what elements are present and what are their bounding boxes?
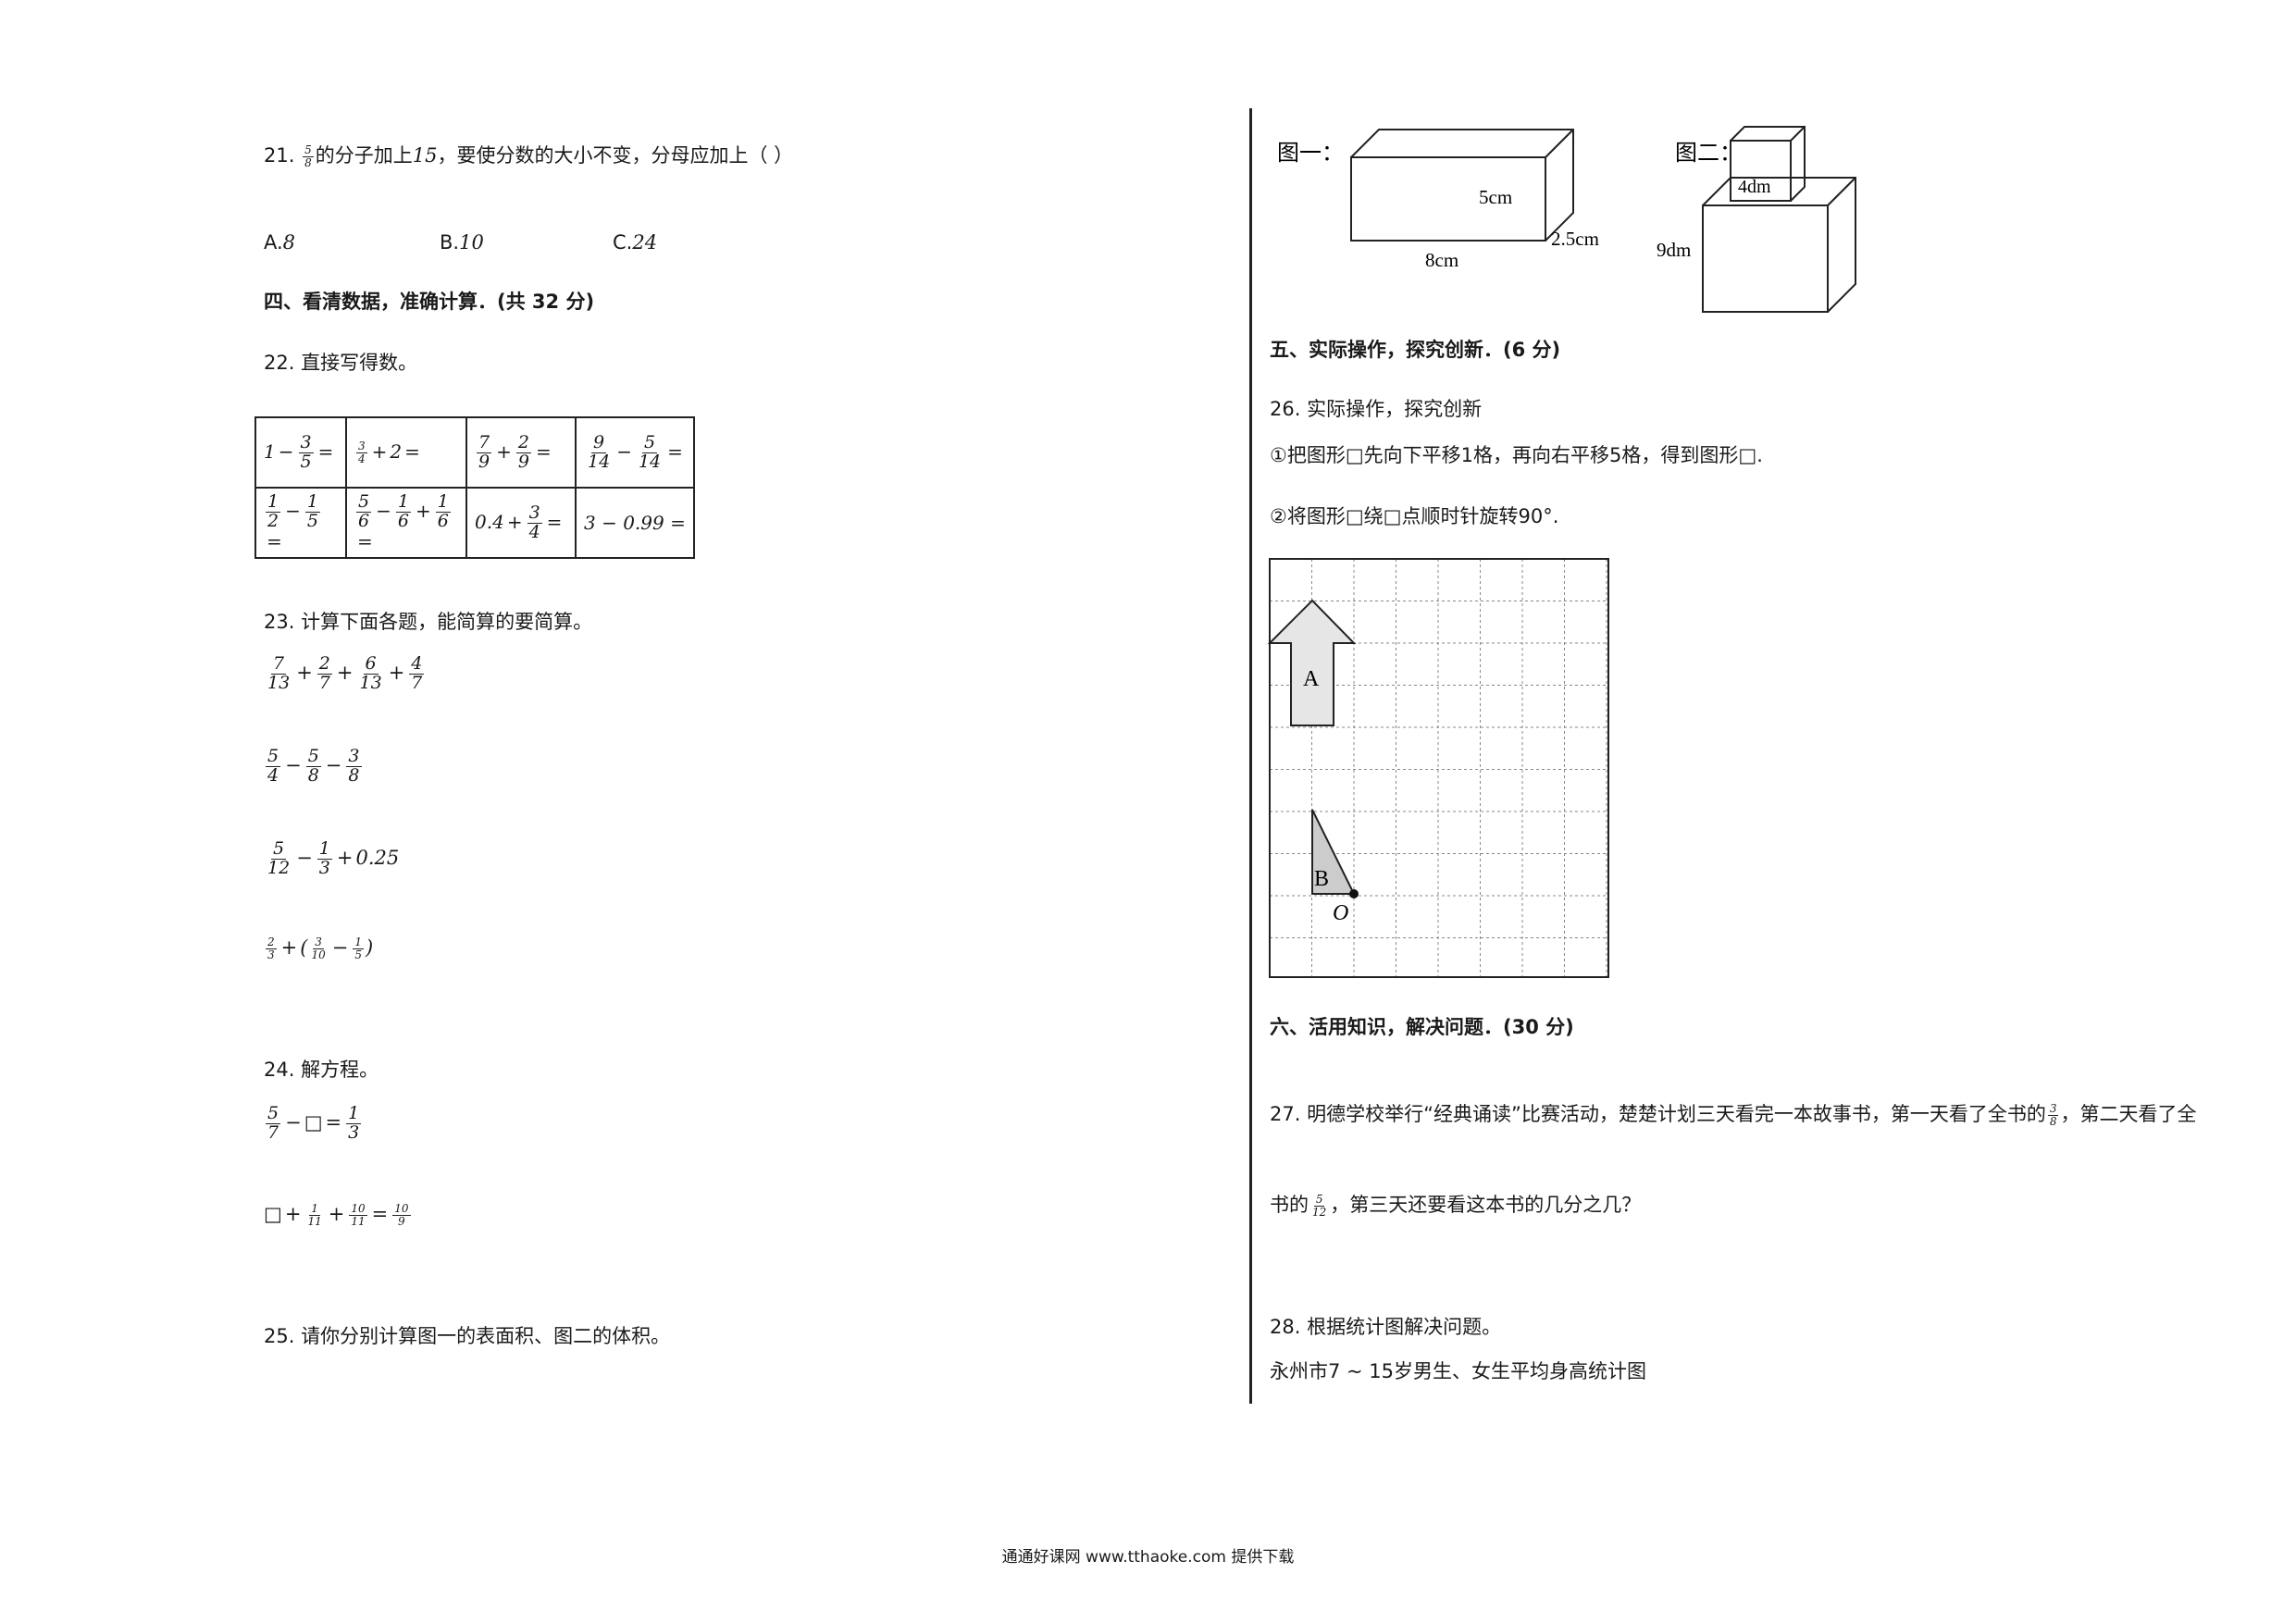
grid-border: [1269, 558, 1609, 978]
q28-title: 28. 根据统计图解决问题。: [1270, 1316, 1502, 1338]
q26-step-1: ①把图形□先向下平移1格，再向右平移5格，得到图形□.: [1270, 444, 1763, 466]
figure-1-length-label: 8cm: [1425, 249, 1458, 271]
q26-title: 26. 实际操作，探究创新: [1270, 398, 1483, 420]
section-4-title: 四、看清数据，准确计算．(共 32 分): [264, 291, 595, 313]
section-5-title: 五、实际操作，探究创新．(6 分): [1270, 339, 1561, 361]
q26-step-2: ②将图形□绕□点顺时针旋转90°.: [1270, 505, 1559, 527]
q22-cell: 3 − 0.99 =: [575, 487, 695, 559]
q25-title: 25. 请你分别计算图一的表面积、图二的体积。: [264, 1325, 671, 1347]
point-o-label: O: [1333, 901, 1348, 925]
figure-2-small-label: 4dm: [1738, 177, 1771, 197]
q27-line-1: 27. 明德学校举行“经典诵读”比赛活动，楚楚计划三天看完一本故事书，第一天看了…: [1270, 1101, 2197, 1128]
section-6-title: 六、活用知识，解决问题．(30 分): [1270, 1016, 1574, 1038]
figure-1-depth-label: 2.5cm: [1551, 228, 1599, 250]
shape-a-label: A: [1303, 667, 1320, 691]
shape-b-triangle: [1311, 809, 1356, 895]
figure-1-cuboid: [1350, 129, 1574, 242]
point-o-dot: [1349, 889, 1359, 898]
shape-a-arrow: [1268, 599, 1357, 726]
figure-2-large-cube: [1702, 177, 1856, 313]
column-divider: [1249, 108, 1252, 1404]
q21-option-a: A.8: [264, 231, 296, 254]
figure-2-label: 图二：: [1675, 142, 1742, 166]
figure-1-label: 图一：: [1277, 142, 1344, 166]
shape-b-label: B: [1314, 867, 1329, 891]
q22-title: 22. 直接写得数。: [264, 352, 418, 374]
figure-2-small-cube: [1730, 126, 1806, 202]
q28-chart-caption: 永州市7 ~ 15岁男生、女生平均身高统计图: [1270, 1360, 1647, 1382]
q21-number: 21.: [264, 144, 295, 167]
q25-figures: 图一： 5cm 2.5cm 8cm 图二： 4dm 9dm: [1277, 126, 1856, 313]
q21-option-c: C.24: [613, 231, 658, 254]
q26-grid: A B O: [1268, 558, 1609, 978]
q23-title: 23. 计算下面各题，能简算的要简算。: [264, 611, 593, 633]
footer-source: 通通好课网 www.tthaoke.com 提供下载: [1001, 1548, 1295, 1567]
figure-2-large-label: 9dm: [1657, 239, 1691, 261]
figure-1-height-label: 5cm: [1479, 186, 1512, 208]
q24-title: 24. 解方程。: [264, 1059, 379, 1081]
q21-option-b: B.10: [440, 231, 484, 254]
